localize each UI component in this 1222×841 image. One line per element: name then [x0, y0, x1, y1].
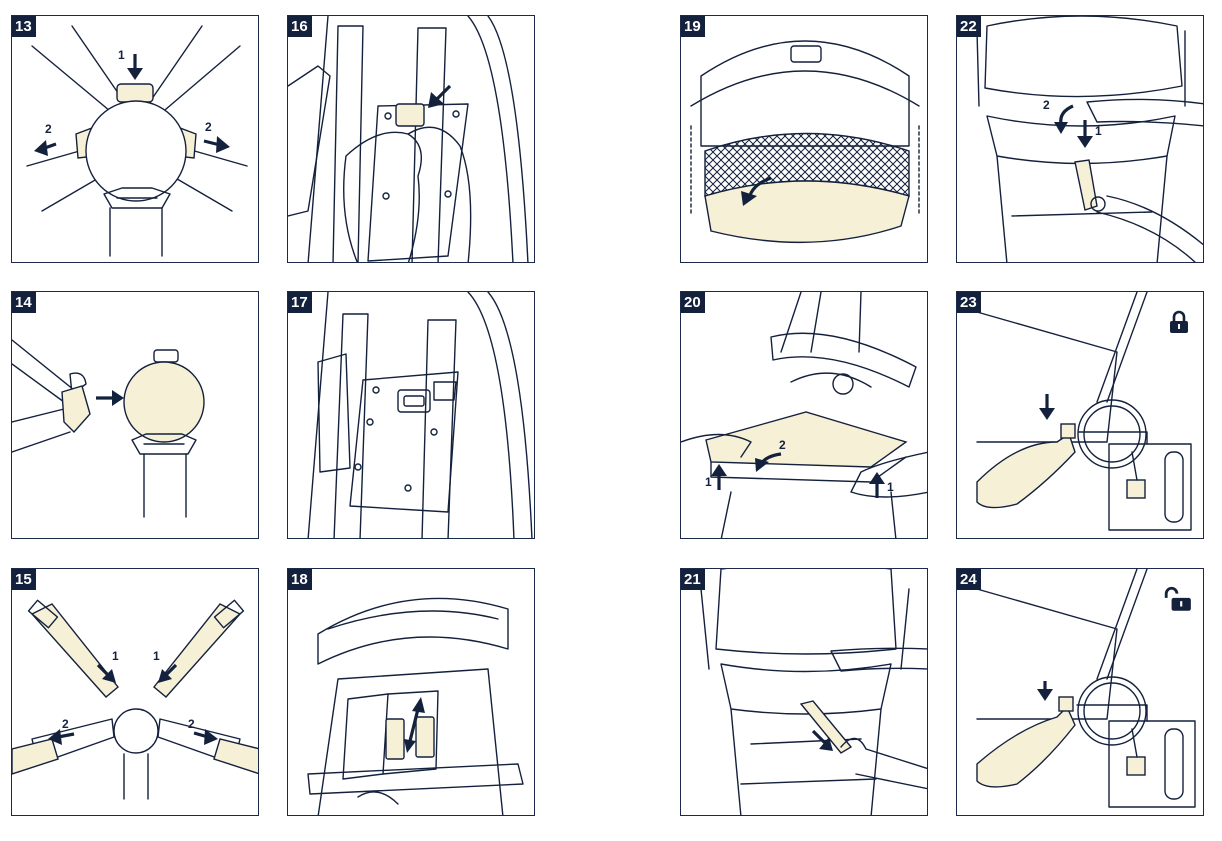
step-19-panel: 19 [680, 15, 928, 263]
step-14-panel: 14 [11, 291, 259, 539]
step-label-1-right: 1 [887, 480, 894, 494]
step-number: 21 [681, 569, 705, 590]
step-number: 13 [12, 16, 36, 37]
strap-anchor-plate-illustration [307, 292, 533, 538]
step-number: 23 [957, 292, 981, 313]
step-label-2-left: 2 [62, 717, 69, 731]
step-number: 22 [957, 16, 981, 37]
lock-closed-icon [1170, 310, 1188, 333]
step-number: 19 [681, 16, 705, 37]
step-18-panel: 18 [287, 568, 535, 816]
step-label-1-right: 1 [153, 649, 160, 663]
step-16-panel: 16 [287, 15, 535, 263]
step-13-panel: 13 1 2 2 [11, 15, 259, 263]
step-23-panel: 23 [956, 291, 1204, 539]
step-label-1-left: 1 [112, 649, 119, 663]
step-label-2-right: 2 [205, 120, 212, 134]
step-number: 14 [12, 292, 36, 313]
canopy-panel-zip-illustration [690, 40, 920, 244]
step-label-2: 2 [1043, 98, 1050, 112]
lock-open-icon [1164, 586, 1191, 611]
step-label-1: 1 [118, 48, 125, 62]
step-number: 24 [957, 569, 981, 590]
step-21-panel: 21 [680, 568, 928, 816]
step-15-panel: 15 1 1 2 2 [11, 568, 259, 816]
step-label-1: 1 [1095, 124, 1102, 138]
step-number: 20 [681, 292, 705, 313]
step-number: 18 [288, 569, 312, 590]
wheel-lock-engage-illustration [976, 292, 1192, 531]
seat-fabric-release-illustration [976, 16, 1203, 262]
buckle-insert-illustration [12, 339, 205, 518]
step-label-2-right: 2 [188, 717, 195, 731]
step-22-panel: 22 2 1 [956, 15, 1204, 263]
step-17-panel: 17 [287, 291, 535, 539]
step-label-2: 2 [779, 438, 786, 452]
harness-buckle-release-illustration [26, 25, 248, 257]
seat-pad-strap-illustration [307, 597, 524, 815]
shoulder-strap-adjust-illustration [12, 599, 258, 800]
step-label-1-left: 1 [705, 475, 712, 489]
step-number: 16 [288, 16, 312, 37]
wheel-lock-release-illustration [976, 569, 1196, 808]
strap-slot-threading-illustration [288, 16, 529, 262]
step-24-panel: 24 [956, 568, 1204, 816]
step-label-2-left: 2 [45, 122, 52, 136]
basket-rail-release-illustration [700, 569, 927, 815]
step-number: 15 [12, 569, 36, 590]
step-20-panel: 20 2 1 1 [680, 291, 928, 539]
step-number: 17 [288, 292, 312, 313]
seat-pad-removal-illustration [681, 292, 927, 538]
